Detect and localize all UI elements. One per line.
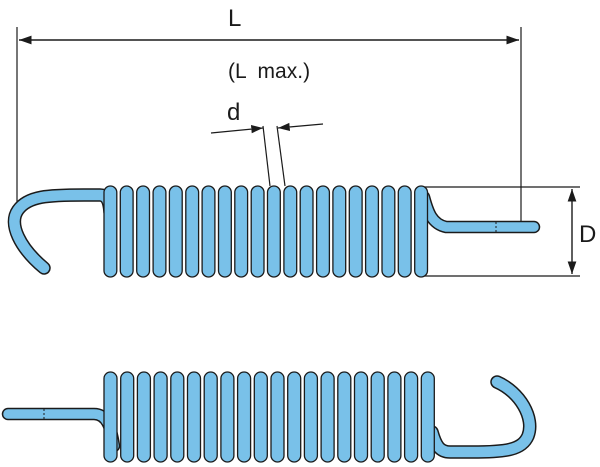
coil-turn [217,185,232,278]
coil-turn [337,371,352,463]
coil-turn [185,185,200,278]
right-hook [426,376,535,458]
coil-turn [287,371,302,463]
coil-turn [332,185,347,278]
coil-turn [136,185,151,278]
coil-turn [236,371,252,463]
diameter-label: D [579,221,596,248]
wire-extension-left [262,125,271,187]
coil-turn [120,371,135,463]
coil-turn [203,371,218,463]
coil-turn [348,185,363,278]
coil-turn [315,185,331,278]
coil-turn [270,371,285,463]
coil-turn [364,185,380,278]
spring-top-view [7,185,541,278]
coil-turn [381,185,396,278]
coil-turn [152,185,167,278]
length-label: L [228,5,241,32]
coil-turn [103,185,118,278]
coil-turn [119,185,134,278]
coil-turn [136,371,152,463]
wire-extension-right [276,125,286,187]
coil-turn [303,371,319,463]
coil-turn [387,371,402,463]
coil-turn [370,371,385,463]
coil-turn [220,371,235,463]
coil-turn [283,185,298,278]
coil-turn [103,371,118,463]
coil-turn [299,185,314,278]
coil-turn [253,371,268,463]
right-tail [419,192,539,232]
coil-group [103,371,435,463]
coil-turn [153,371,168,463]
length-dimension: L (L max.) [16,5,522,222]
coil-turn [170,371,185,463]
length-max-label: (L max.) [228,60,310,83]
diameter-dimension: D [424,186,596,277]
left-hook [9,189,116,274]
wire-label: d [227,99,240,126]
coil-turn [266,185,281,278]
coil-turn [320,371,335,463]
coil-turn [420,371,435,463]
wire-arrow-left [210,125,264,134]
wire-arrow-right [277,122,324,132]
coil-group [103,185,429,278]
coil-turn [414,185,429,278]
coil-turn [397,185,412,278]
coil-turn [201,185,216,278]
coil-turn [403,371,419,463]
coil-turn [168,185,183,278]
coil-turn [186,371,202,463]
wire-dimension: d [210,99,324,187]
coil-turn [234,185,249,278]
coil-turn [250,185,265,278]
spring-bottom-view [1,371,537,463]
coil-turn [353,371,369,463]
